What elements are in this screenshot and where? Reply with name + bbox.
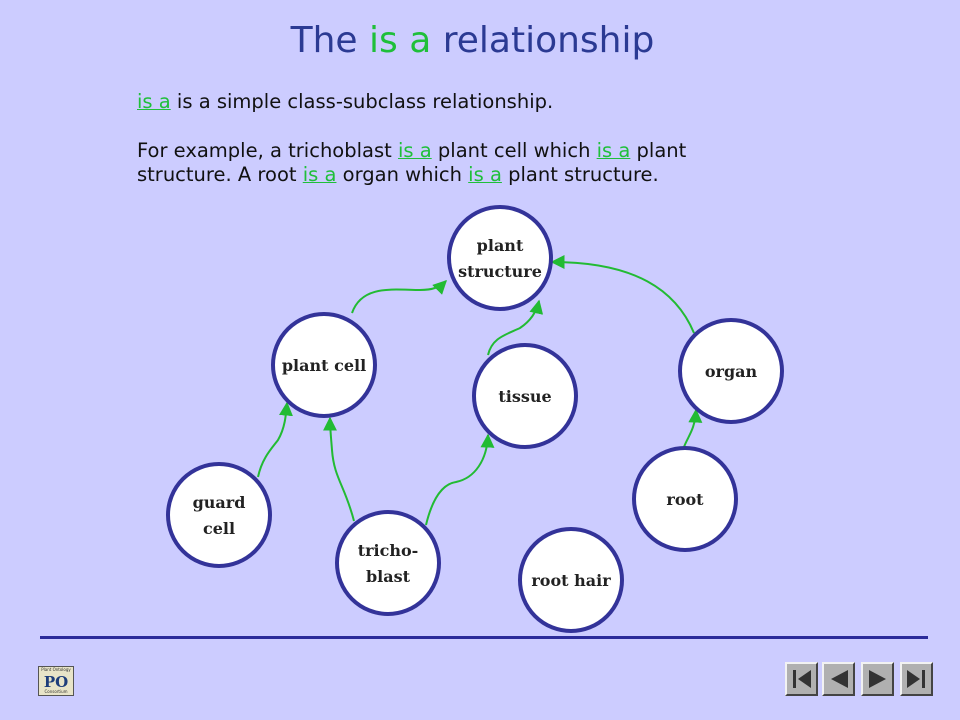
edge-plant-cell-to-plant-structure <box>351 280 447 314</box>
edge-tricho-blast-to-tissue <box>425 433 495 526</box>
logo-text-bottom: Consortium <box>44 689 68 694</box>
is-a-diagram: plant structure plant cell tissue organ guard… <box>166 205 784 633</box>
is-a-link[interactable]: is a <box>397 139 432 162</box>
nav-next-button[interactable] <box>861 662 894 696</box>
node-circle <box>271 312 377 418</box>
page-title: The is a relationship <box>0 20 945 61</box>
definition-text: is a is a simple class-subclass relation… <box>137 90 897 114</box>
title-before: The <box>290 20 370 61</box>
node-circle <box>678 318 784 424</box>
node-label: organ <box>705 362 758 381</box>
example-text-line-2: structure. A root is a organ which is a … <box>137 163 897 187</box>
is-a-link[interactable]: is a <box>302 163 337 186</box>
node-label: plant cell <box>282 356 366 375</box>
nav-prev-icon <box>831 670 848 688</box>
node-tissue: tissue <box>472 343 578 449</box>
divider <box>40 636 928 639</box>
node-label: blast <box>366 567 411 586</box>
logo-mark: PO <box>43 673 69 691</box>
nav-last-icon <box>907 670 925 688</box>
logo-text-top: Plant Ontology <box>41 667 71 672</box>
nav-first-icon <box>793 670 811 688</box>
example-text-part: organ which <box>336 163 469 186</box>
is-a-link[interactable]: is a <box>137 90 171 113</box>
node-plant-cell: plant cell <box>271 312 377 418</box>
node-label: plant <box>477 236 524 255</box>
example-text-line-1: For example, a trichoblast is a plant ce… <box>137 139 897 163</box>
nav-first-button[interactable] <box>785 662 818 696</box>
edge-guard-cell-to-plant-cell <box>257 401 293 478</box>
node-root: root <box>632 446 738 552</box>
nav-next-icon <box>869 670 886 688</box>
node-circle <box>518 527 624 633</box>
definition-rest: is a simple class-subclass relationship. <box>170 90 554 113</box>
edge-tricho-blast-to-plant-cell <box>323 416 355 522</box>
node-root-hair: root hair <box>518 527 624 633</box>
node-plant-structure: plant structure <box>447 205 553 311</box>
node-circle <box>447 205 553 311</box>
node-label: cell <box>203 519 235 538</box>
example-text-part: plant <box>630 139 687 162</box>
node-label: root hair <box>531 571 611 590</box>
edge-tissue-to-plant-structure <box>487 299 544 356</box>
node-circle <box>335 510 441 616</box>
node-guard-cell: guard cell <box>166 462 272 568</box>
example-text-part: plant cell which <box>431 139 597 162</box>
title-highlight: is a <box>369 20 432 61</box>
example-text-part: structure. A root <box>137 163 303 186</box>
nav-last-button[interactable] <box>900 662 933 696</box>
example-text-part: For example, a trichoblast <box>137 139 398 162</box>
is-a-link[interactable]: is a <box>468 163 502 186</box>
edge-root-to-organ <box>683 408 703 448</box>
is-a-link[interactable]: is a <box>596 139 631 162</box>
node-label: root <box>666 490 704 509</box>
node-label: tricho- <box>358 541 419 560</box>
node-circle <box>166 462 272 568</box>
title-after: relationship <box>431 20 655 61</box>
po-logo: Plant Ontology PO Consortium <box>38 666 74 696</box>
example-text-part: plant structure. <box>501 163 659 186</box>
node-tricho-blast: tricho-blast <box>335 510 441 616</box>
node-circle <box>472 343 578 449</box>
nav-prev-button[interactable] <box>822 662 855 696</box>
edge-organ-to-plant-structure <box>550 255 695 334</box>
node-organ: organ <box>678 318 784 424</box>
node-circle <box>632 446 738 552</box>
node-label: tissue <box>498 387 551 406</box>
node-label: guard <box>193 493 246 512</box>
node-label: structure <box>458 262 542 281</box>
